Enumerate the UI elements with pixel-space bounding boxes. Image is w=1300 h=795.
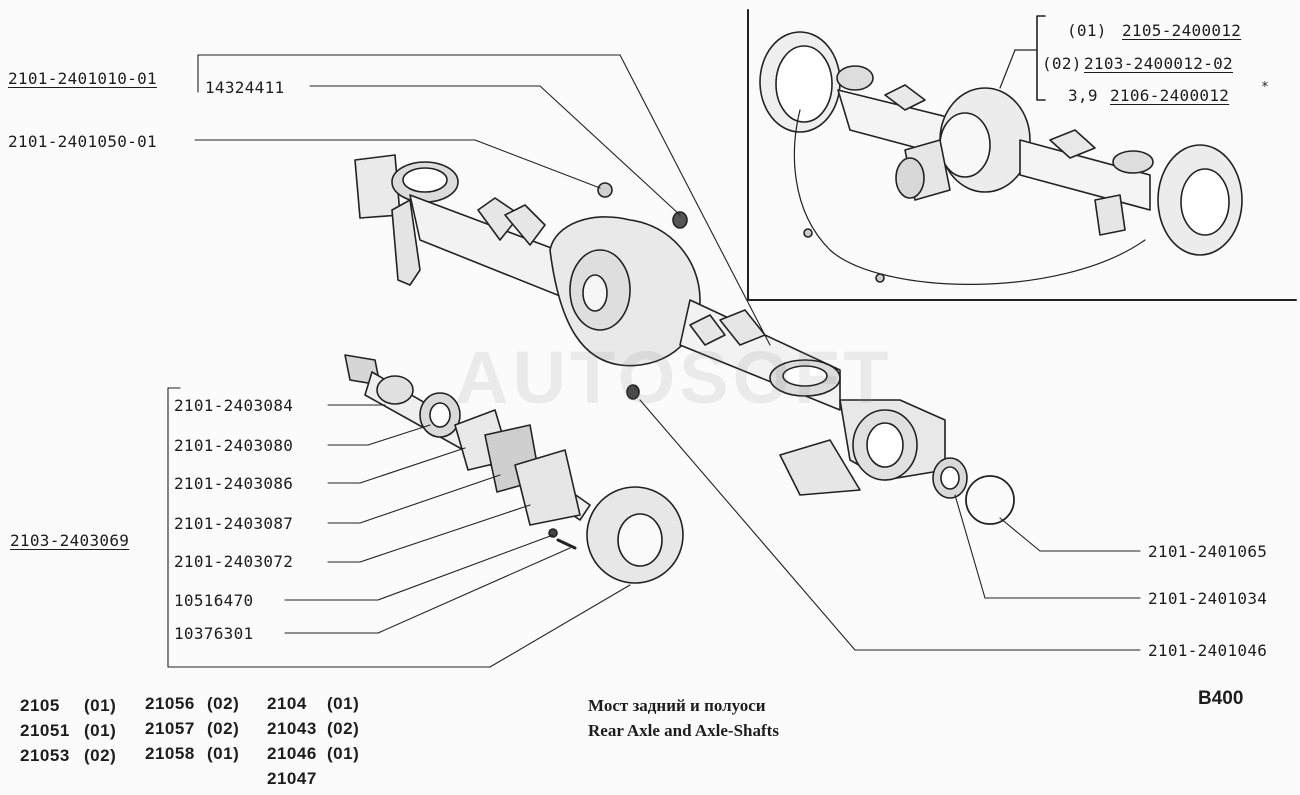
- label-axle-shaft-part: 2101-2403087: [174, 514, 294, 533]
- applicability-code: (01): [84, 696, 117, 715]
- diagram-code: B400: [1198, 688, 1244, 709]
- label-axle-shaft-part: 10516470: [174, 591, 254, 610]
- applicability-model: 21057: [145, 719, 195, 738]
- inset-variant-code: (01): [1067, 21, 1107, 40]
- applicability-model: 21051: [20, 721, 70, 740]
- label-axle-shaft-part: 2101-2403072: [174, 552, 294, 571]
- applicability-code: (01): [84, 721, 117, 740]
- label-right-part: 2101-2401046: [1148, 641, 1268, 660]
- label-breather: 2101-2401050-01: [8, 132, 157, 151]
- applicability-code: (01): [327, 744, 360, 763]
- inset-variant-part: 2103-2400012-02: [1084, 54, 1233, 73]
- watermark: AUTOSOFT: [455, 336, 893, 419]
- label-axle-shaft-part: 2101-2403086: [174, 474, 294, 493]
- applicability-model: 21053: [20, 746, 70, 765]
- label-right-part: 2101-2401065: [1148, 542, 1268, 561]
- inset-variant-part: 2105-2400012: [1122, 21, 1242, 40]
- applicability-code: (02): [327, 719, 360, 738]
- applicability-model: 21046: [267, 744, 317, 763]
- applicability-code: (02): [207, 694, 240, 713]
- title-english: Rear Axle and Axle-Shafts: [588, 721, 779, 740]
- inset-axle-illustration: [759, 31, 1243, 285]
- applicability-model: 2105: [20, 696, 60, 715]
- inset-variant-part: 2106-2400012: [1110, 86, 1230, 105]
- axle-shaft-illustration: [344, 354, 684, 584]
- applicability-code: (02): [207, 719, 240, 738]
- label-axle-sub-part: 14324411: [205, 78, 285, 97]
- leader-lines: [167, 54, 1141, 668]
- applicability-code: (01): [207, 744, 240, 763]
- applicability-code: (01): [327, 694, 360, 713]
- label-axle-assembly: 2101-2401010-01: [8, 69, 157, 88]
- label-axle-shaft-part: 10376301: [174, 624, 254, 643]
- label-axle-shaft-part: 2101-2403080: [174, 436, 294, 455]
- inset-variant-mark: *: [1261, 80, 1270, 95]
- applicability-model: 2104: [267, 694, 307, 713]
- applicability-model: 21056: [145, 694, 195, 713]
- applicability-model: 21043: [267, 719, 317, 738]
- inset-frame: [747, 9, 1297, 301]
- applicability-model: 21047: [267, 769, 317, 788]
- applicability-code: (02): [84, 746, 117, 765]
- axle-housing-illustration: [354, 154, 946, 496]
- inset-variant-code: (02): [1042, 54, 1082, 73]
- inset-variant-code: 3,9: [1068, 86, 1098, 105]
- title-russian: Мост задний и полуоси: [588, 696, 766, 715]
- label-axle-shaft-assembly: 2103-2403069: [10, 531, 130, 550]
- label-axle-shaft-part: 2101-2403084: [174, 396, 294, 415]
- applicability-model: 21058: [145, 744, 195, 763]
- label-right-part: 2101-2401034: [1148, 589, 1268, 608]
